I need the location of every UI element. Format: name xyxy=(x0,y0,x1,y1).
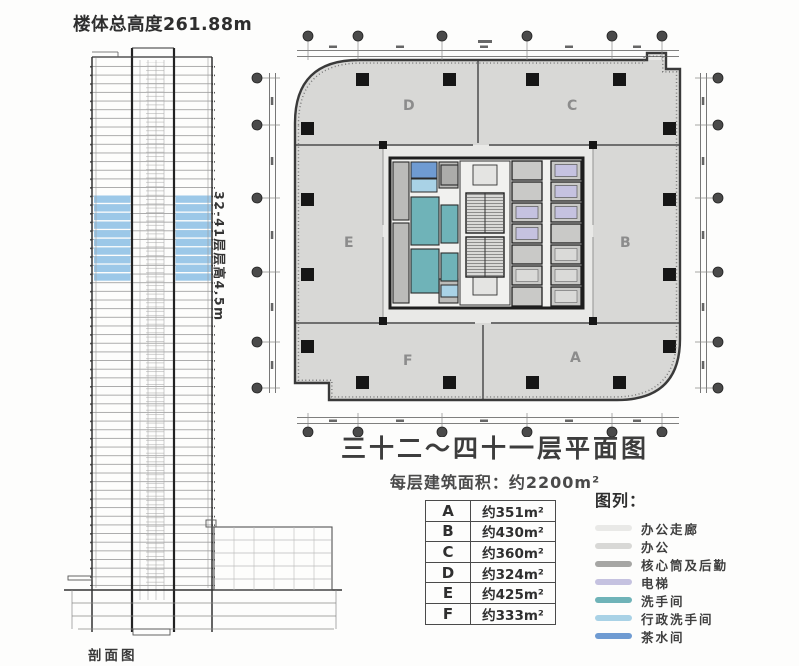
legend-swatch xyxy=(595,597,632,603)
table-row: F 约333m² xyxy=(426,603,555,624)
legend-label: 行政洗手间 xyxy=(641,611,714,627)
legend-label: 办公 xyxy=(641,539,671,555)
zone-label-e: E xyxy=(344,235,355,251)
zone-label-d: D xyxy=(403,98,416,114)
corridor-walls xyxy=(382,145,594,323)
podium-structure xyxy=(64,519,342,636)
legend-swatch xyxy=(595,633,632,639)
table-row: C 约360m² xyxy=(426,542,555,563)
highlighted-floors-32-41 xyxy=(94,195,211,281)
legend-item: 洗手间 xyxy=(595,591,728,609)
legend-item: 办公 xyxy=(595,537,728,555)
zone-cell: D xyxy=(426,562,471,583)
plan-titles: 三十二～四十一层平面图 每层建筑面积：约2200m² xyxy=(330,429,660,493)
legend-label: 洗手间 xyxy=(641,593,685,609)
legend-label: 茶水间 xyxy=(641,629,685,645)
legend-label: 核心筒及后勤 xyxy=(641,557,729,573)
plan-subtitle: 每层建筑面积：约2200m² xyxy=(389,473,601,492)
area-cell: 约324m² xyxy=(482,566,544,583)
legend: 图列： 办公走廊 办公 核心筒及后勤 电梯 洗手间 xyxy=(595,487,728,645)
legend-swatch xyxy=(595,525,632,531)
zone-cell: E xyxy=(426,583,471,603)
plan-title: 三十二～四十一层平面图 xyxy=(340,434,649,463)
zone-label-f: F xyxy=(403,353,414,369)
dimension-grid-left xyxy=(251,72,280,394)
table-row: A 约351m² xyxy=(426,501,555,522)
building-height-label: 楼体总高度261.88m xyxy=(73,15,253,35)
right-facade-ticks xyxy=(212,62,215,586)
columns xyxy=(301,73,676,389)
elevator-cars xyxy=(515,164,578,240)
legend-item: 茶水间 xyxy=(595,627,728,645)
zone-cell: C xyxy=(426,542,471,562)
area-cell: 约430m² xyxy=(482,525,544,542)
zone-label-c: C xyxy=(567,98,578,114)
area-table: A 约351m² B 约430m² C 约360m² D 约324m² E 约4… xyxy=(425,500,556,625)
legend-swatch xyxy=(595,579,632,585)
zone-labels: D C E B F A xyxy=(344,98,632,369)
legend-swatch xyxy=(595,543,632,549)
elevator-cars-gray xyxy=(515,248,578,303)
dimension-grid-bottom xyxy=(297,413,679,437)
zone-cell: B xyxy=(426,521,471,542)
dimension-grid-top xyxy=(297,30,679,60)
legend-item: 行政洗手间 xyxy=(595,609,728,627)
office-zones xyxy=(295,60,680,400)
legend-item: 核心筒及后勤 xyxy=(595,555,728,573)
section-caption: 剖面图 xyxy=(88,648,138,664)
zone-cell: F xyxy=(426,603,471,624)
mullion-line xyxy=(297,55,678,398)
legend-swatch xyxy=(595,615,632,621)
table-row: D 约324m² xyxy=(426,562,555,584)
core-landing-lines xyxy=(146,62,164,586)
area-cell: 约351m² xyxy=(482,504,544,521)
table-row: B 约430m² xyxy=(426,521,555,543)
area-cell: 约333m² xyxy=(482,607,544,624)
legend-items: 办公走廊 办公 核心筒及后勤 电梯 洗手间 行政洗手间 xyxy=(595,519,728,645)
legend-swatch xyxy=(595,561,632,567)
tower-structure xyxy=(91,47,213,632)
legend-item: 办公走廊 xyxy=(595,519,728,537)
legend-label: 电梯 xyxy=(641,575,671,591)
left-facade-ticks xyxy=(89,62,92,586)
dimension-grid-right xyxy=(695,72,724,394)
stairwells xyxy=(465,192,505,278)
legend-label: 办公走廊 xyxy=(641,521,700,537)
building-section-drawing xyxy=(64,47,342,636)
floors-height-note: 32-41层层高4.5m xyxy=(212,191,227,322)
table-row: E 约425m² xyxy=(426,583,555,604)
legend-item: 电梯 xyxy=(595,573,728,591)
legend-title: 图列： xyxy=(595,491,647,510)
area-cell: 约360m² xyxy=(482,545,544,562)
core xyxy=(388,156,585,310)
floor-plan-drawing: D C E B F A xyxy=(251,30,724,437)
zone-label-a: A xyxy=(570,350,582,366)
plan-outline xyxy=(293,51,682,402)
elevator-bank-2 xyxy=(550,160,582,307)
zone-label-b: B xyxy=(620,235,632,251)
area-cell: 约425m² xyxy=(482,587,544,604)
zone-cell: A xyxy=(426,501,471,521)
